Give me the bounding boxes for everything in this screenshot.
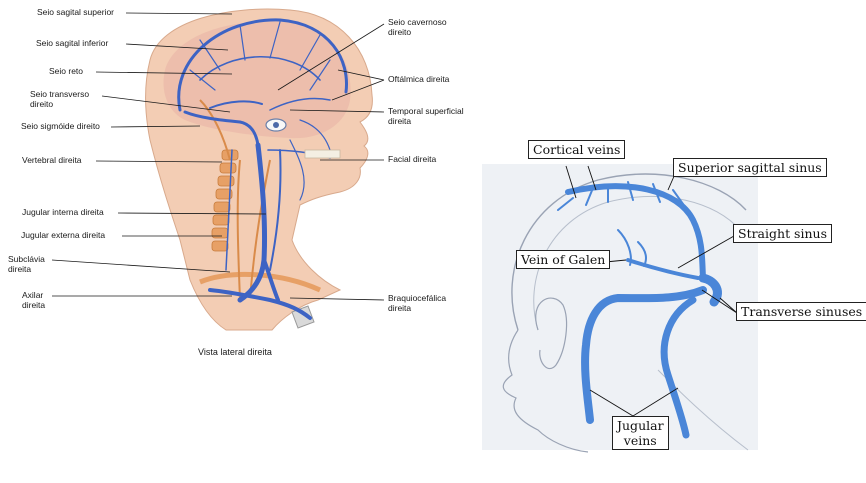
vertebral-column bbox=[211, 149, 239, 252]
left-anatomy-figure: Seio sagital superior Seio sagital infer… bbox=[8, 7, 464, 357]
head-outline bbox=[511, 173, 747, 331]
figure-caption: Vista lateral direita bbox=[198, 347, 272, 357]
label-seio-cavernoso-direito: Seio cavernoso direito bbox=[388, 17, 447, 37]
figure-background bbox=[482, 164, 758, 450]
leader-lines-left bbox=[51, 12, 267, 297]
label-axilar-direita: Axilar direita bbox=[22, 290, 46, 310]
label-seio-sagital-inferior: Seio sagital inferior bbox=[36, 38, 109, 48]
cerebral-veins-illustration bbox=[482, 164, 758, 453]
label-vertebral-direita: Vertebral direita bbox=[22, 155, 82, 165]
label-facial-direita: Facial direita bbox=[388, 154, 437, 164]
label-jugular-externa-direita: Jugular externa direita bbox=[21, 230, 106, 240]
leader-lines-right bbox=[277, 23, 385, 301]
label-jugular-veins: Jugular veins bbox=[612, 416, 669, 450]
label-jugular-interna-direita: Jugular interna direita bbox=[22, 207, 104, 217]
label-cortical-veins: Cortical veins bbox=[528, 140, 626, 159]
label-oftalmica-direita: Oftálmica direita bbox=[388, 74, 450, 84]
brain-region bbox=[163, 21, 351, 139]
label-braquiocefalica-direita: Braquiocefálica direita bbox=[388, 293, 447, 313]
label-transverse-sinuses: Transverse sinuses bbox=[736, 302, 866, 321]
label-vein-of-galen: Vein of Galen bbox=[516, 250, 611, 269]
label-straight-sinus: Straight sinus bbox=[733, 224, 832, 243]
arteries bbox=[199, 99, 271, 301]
label-superior-sagittal-sinus: Superior sagittal sinus bbox=[673, 158, 827, 177]
label-seio-sagital-superior: Seio sagital superior bbox=[37, 7, 115, 17]
label-subclavia-direita: Subclávia direita bbox=[8, 254, 45, 274]
ear bbox=[535, 297, 568, 370]
clavicle bbox=[199, 271, 322, 293]
label-seio-reto: Seio reto bbox=[49, 66, 84, 76]
label-temporal-superficial-direita: Temporal superficial direita bbox=[388, 106, 464, 126]
label-seio-transverso-direito: Seio transverso direito bbox=[30, 89, 90, 109]
label-seio-sigmoide-direito: Seio sigmóide direito bbox=[21, 121, 100, 131]
teeth bbox=[304, 149, 341, 159]
veins bbox=[177, 18, 348, 320]
head-neck-veins-illustration bbox=[51, 8, 385, 331]
right-anatomy-figure: Cortical veins Superior sagittal sinus S… bbox=[478, 130, 866, 483]
right-leader-lines bbox=[565, 165, 738, 417]
face-outline bbox=[502, 329, 589, 453]
